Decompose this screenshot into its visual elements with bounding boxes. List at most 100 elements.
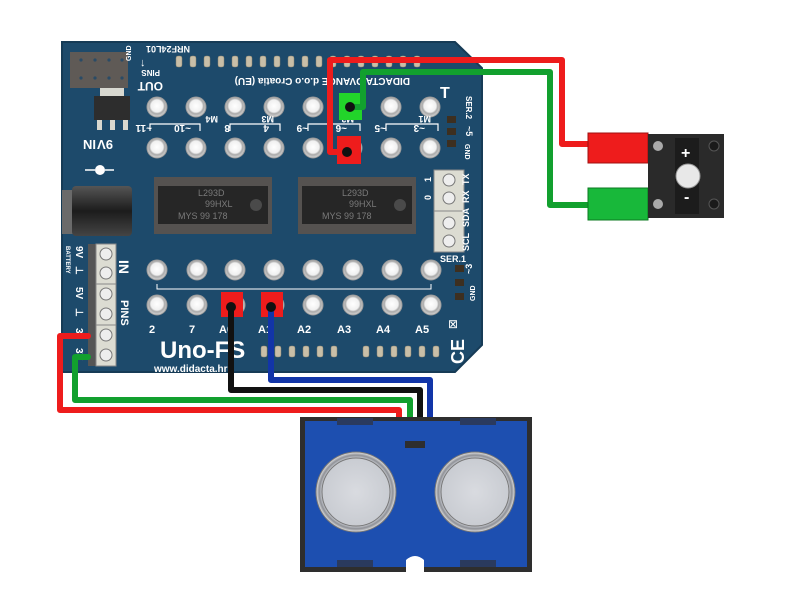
pin-label: ~3 [413, 122, 425, 133]
pin-label: ~6 [335, 122, 347, 133]
sda-label: SDA [461, 207, 471, 227]
wire-plug-ends [226, 102, 355, 312]
out-label: OUT [137, 79, 163, 93]
uno-fs-board: GND NRF24L01 ↓ PINS OUT DIDACTA DVANCE d… [61, 41, 483, 375]
input-hole[interactable] [186, 294, 208, 316]
output-hole[interactable] [224, 137, 246, 159]
terminal-label: 5V [73, 287, 84, 300]
output-hole[interactable] [380, 96, 402, 118]
input-hole[interactable] [420, 259, 442, 281]
button-minus-label: - [684, 189, 689, 206]
battery-label: BATTERY [64, 246, 70, 274]
button-green-connector [587, 187, 649, 221]
pin-label: A3 [337, 324, 351, 336]
input-hole[interactable] [146, 259, 168, 281]
sensor-ground-wire [72, 354, 413, 446]
output-hole[interactable] [263, 96, 285, 118]
input-hole[interactable] [381, 294, 403, 316]
tx-label: TX [461, 173, 471, 185]
wires [57, 57, 593, 446]
output-hole[interactable] [302, 137, 324, 159]
input-hole[interactable] [302, 259, 324, 281]
pin-label: 7 [189, 324, 195, 336]
motor-driver-chip-2: L293D 99HXL MYS 99 178 [298, 177, 416, 234]
bottom-header-pads [260, 345, 440, 358]
terminal-label: ⊥ [73, 308, 84, 317]
input-hole[interactable] [342, 294, 364, 316]
voltage-regulator [94, 88, 130, 130]
input-hole[interactable] [420, 294, 442, 316]
button-red-connector [587, 132, 649, 164]
rx-label: RX [461, 190, 471, 203]
pin-label: ~9 [296, 122, 308, 133]
ser2-label: SER.2 [464, 96, 473, 120]
svg-text:L293D: L293D [342, 188, 369, 198]
power-9v-label: 9V [97, 137, 113, 152]
ser1-gnd-label: GND [470, 285, 477, 301]
output-hole[interactable] [185, 137, 207, 159]
svg-text:MYS 99 178: MYS 99 178 [178, 211, 228, 221]
nrf24l01-label: NRF24L01 [146, 44, 190, 54]
pin-label: ~11 [135, 122, 152, 133]
button-plus-label: + [681, 145, 690, 162]
output-hole[interactable] [380, 137, 402, 159]
output-hole[interactable] [224, 96, 246, 118]
pin-label: 2 [149, 324, 155, 336]
pushbutton-module: + - [587, 132, 724, 221]
power-terminal-block [88, 243, 117, 367]
nrf24l01-header [70, 52, 128, 88]
sensor-receiver [434, 451, 516, 533]
tx-pin-number: 1 [423, 177, 433, 182]
rx-pin-number: 0 [423, 195, 433, 200]
terminal-label: ⊥ [73, 266, 84, 275]
ser2-pin-label: ~5 [464, 126, 474, 136]
in-label: IN [116, 260, 132, 274]
terminal-label: 3 [73, 328, 84, 334]
pin-label: 8 [224, 122, 230, 133]
sensor-transmitter [315, 451, 397, 533]
output-hole[interactable] [302, 96, 324, 118]
pin-label: ~10 [174, 122, 191, 133]
input-hole[interactable] [263, 259, 285, 281]
output-hole[interactable] [419, 137, 441, 159]
svg-text:L293D: L293D [198, 188, 225, 198]
dc-power-jack [62, 186, 132, 236]
output-hole[interactable] [419, 96, 441, 118]
input-hole[interactable] [146, 294, 168, 316]
button-power-wire [327, 57, 593, 155]
pins-label: PINS [141, 68, 160, 77]
ser1-pin-label: ~3 [464, 264, 474, 274]
svg-text:99HXL: 99HXL [349, 199, 377, 209]
serial-i2c-terminal [433, 169, 465, 253]
output-hole[interactable] [146, 137, 168, 159]
terminal-label: 9V [73, 246, 84, 259]
pins-in-label: PINS [118, 300, 130, 326]
input-hole[interactable] [342, 259, 364, 281]
input-hole[interactable] [381, 259, 403, 281]
sensor-echo-wire [268, 304, 433, 446]
scl-label: SCL [461, 232, 471, 251]
pushbutton-cap[interactable] [675, 163, 701, 189]
input-hole[interactable] [302, 294, 324, 316]
output-hole[interactable] [263, 137, 285, 159]
output-hole[interactable] [185, 96, 207, 118]
output-hole[interactable] [146, 96, 168, 118]
ultrasonic-sensor [300, 417, 532, 572]
pin-label: A2 [297, 324, 311, 336]
pin-label: A5 [415, 324, 429, 336]
down-arrow-icon: ↓ [140, 57, 146, 69]
ce-mark: CE [448, 339, 468, 364]
pin-label: A4 [376, 324, 391, 336]
motor-label: M4 [205, 114, 218, 124]
input-hole[interactable] [186, 259, 208, 281]
button-signal-wire [347, 69, 593, 208]
input-hole[interactable] [224, 259, 246, 281]
gnd-label: GND [126, 45, 133, 61]
weee-icon: ⊠ [448, 317, 458, 331]
motor-driver-chip-1: L293D 99HXL MYS 99 178 [154, 177, 272, 234]
ser2-pins [447, 116, 456, 147]
sensor-trig-wire [228, 304, 423, 446]
ser1-label: SER.1 [440, 254, 466, 264]
pin-label: 4 [263, 122, 269, 133]
